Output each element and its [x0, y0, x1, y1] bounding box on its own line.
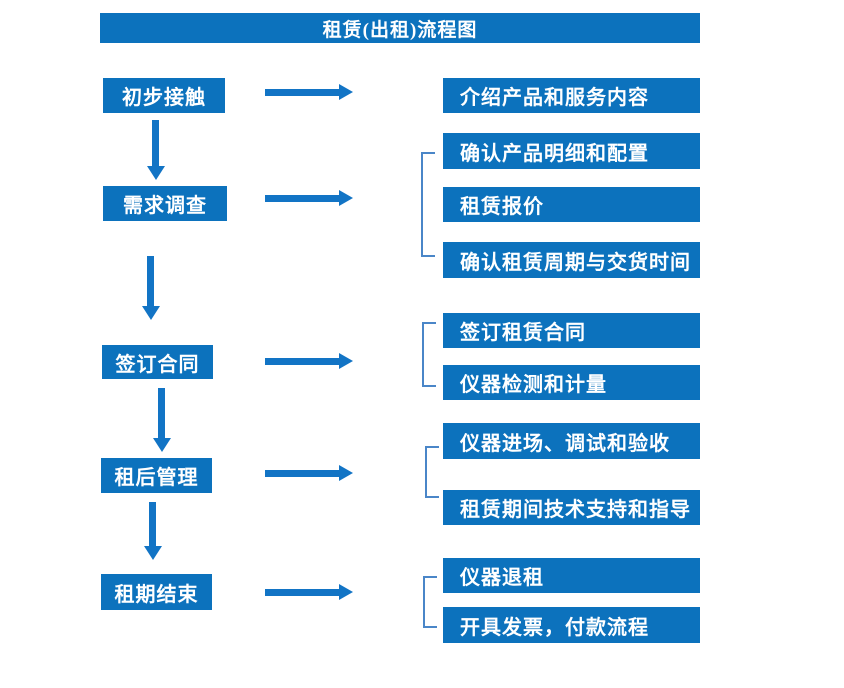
- bracket-group-demand-survey: [421, 152, 435, 257]
- down-arrow-step-3-4: [152, 388, 171, 452]
- right-arrow-step-1: [265, 84, 353, 100]
- step-box-rental-end: 租期结束: [101, 574, 212, 610]
- right-arrow-step-4: [265, 465, 353, 481]
- substep-box-instrument-setup-acceptance: 仪器进场、调试和验收: [443, 423, 700, 459]
- down-arrow-step-2-3: [141, 256, 160, 320]
- right-arrow-step-3: [265, 353, 353, 369]
- substep-box-invoice-payment: 开具发票，付款流程: [443, 607, 700, 643]
- step-box-demand-survey: 需求调查: [103, 186, 227, 221]
- substep-box-rental-quotation: 租赁报价: [443, 187, 700, 222]
- substep-box-instrument-testing: 仪器检测和计量: [443, 365, 700, 400]
- substep-box-sign-rental-contract: 签订租赁合同: [443, 313, 700, 348]
- bracket-group-post-rental: [425, 446, 439, 498]
- down-arrow-step-4-5: [143, 502, 162, 560]
- flowchart-title: 租赁(出租)流程图: [100, 13, 700, 43]
- substep-box-technical-support: 租赁期间技术支持和指导: [443, 490, 700, 525]
- substep-box-instrument-return: 仪器退租: [443, 558, 700, 593]
- down-arrow-step-1-2: [146, 120, 165, 180]
- bracket-group-rental-end: [423, 576, 437, 628]
- right-arrow-step-5: [265, 584, 353, 600]
- step-box-sign-contract: 签订合同: [102, 345, 213, 379]
- substep-box-confirm-rental-period: 确认租赁周期与交货时间: [443, 242, 700, 278]
- substep-box-introduce-products: 介绍产品和服务内容: [443, 78, 700, 113]
- right-arrow-step-2: [265, 190, 353, 206]
- step-box-post-rental-management: 租后管理: [101, 458, 212, 493]
- substep-box-confirm-product-details: 确认产品明细和配置: [443, 133, 700, 169]
- step-box-initial-contact: 初步接触: [103, 78, 225, 113]
- bracket-group-sign-contract: [422, 322, 436, 387]
